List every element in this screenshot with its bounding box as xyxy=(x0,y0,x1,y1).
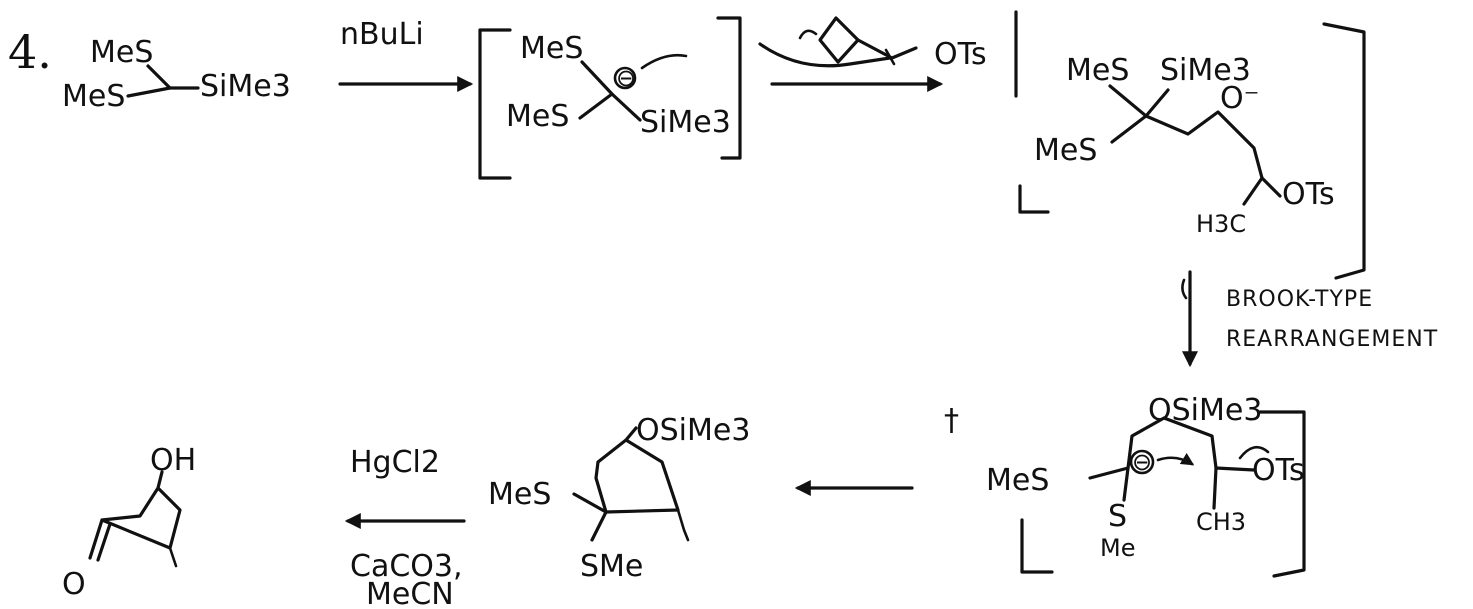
alkoxide-left-bracket-bottom xyxy=(1018,184,1050,214)
ring-mes-bond xyxy=(572,492,608,514)
product-ring xyxy=(100,486,182,550)
arrow-step-1: nBuLi xyxy=(338,17,474,92)
alkoxide-sme-bottom: MeS xyxy=(1034,133,1097,168)
rearrangement-label-1: BROOK-TYPE xyxy=(1226,287,1373,312)
silyl-label: SiMe3 xyxy=(200,69,291,104)
product-co-bond-2 xyxy=(96,522,112,562)
product-oh-bond xyxy=(156,470,164,490)
carbanion-bond-ots xyxy=(1214,466,1256,472)
anion-sme-top: MeS xyxy=(520,31,583,66)
alkoxide-methyl: H3C xyxy=(1196,210,1246,238)
carbanion-ots: OTs xyxy=(1252,453,1305,488)
sme-top-label: MeS xyxy=(90,35,153,70)
arrow-step-5: HgCl2 CaCO3, MeCN xyxy=(344,445,466,609)
reagent-ots: OTs xyxy=(934,37,987,72)
carbanion-methyl: CH3 xyxy=(1196,508,1246,536)
curly-arrow xyxy=(798,29,818,40)
carbanion-charge-2: ⊖ xyxy=(1132,448,1152,476)
left-bracket xyxy=(478,28,512,180)
sn2-arrow xyxy=(1156,452,1195,466)
ring-methyl-wiggle xyxy=(676,508,690,542)
arrow5-reagent-bottom: CaCO3, xyxy=(350,549,463,584)
ring-sme-bond xyxy=(590,510,608,542)
carbanion-s: S xyxy=(1108,499,1127,534)
anion-silyl: SiMe3 xyxy=(640,105,731,140)
sme-bottom-label: MeS xyxy=(62,79,125,114)
right-bracket xyxy=(716,16,742,160)
epoxide-ring xyxy=(818,16,860,64)
carbanion-bond-me xyxy=(1212,466,1218,510)
carbanion-silyl-ether: OSiMe3 xyxy=(1148,393,1262,428)
arrow-step-2: OTs xyxy=(758,16,987,92)
rearrangement-label-2: REARRANGEMENT xyxy=(1226,327,1438,352)
starting-material: MeS MeS SiMe3 xyxy=(62,35,291,114)
alkoxide-right-bracket xyxy=(1322,22,1366,280)
product-co-bond xyxy=(88,518,104,560)
arrow5-solvent: MeCN xyxy=(366,577,454,609)
reagent-chain xyxy=(856,38,918,60)
step-number: 4. xyxy=(8,25,52,79)
start-bonds xyxy=(146,64,200,90)
start-bond-lower xyxy=(126,86,172,98)
dagger-mark: † xyxy=(944,403,959,438)
anion-sme-bottom: MeS xyxy=(506,99,569,134)
alkoxide-sme-top: MeS xyxy=(1066,53,1129,88)
alkoxide-methyl-bond xyxy=(1242,176,1264,206)
carbanion-s-me: Me xyxy=(1100,534,1135,562)
cyclopentane-intermediate: OSiMe3 MeS SMe xyxy=(488,413,750,584)
arrow5-reagent-top: HgCl2 xyxy=(350,445,440,480)
anion-bond-right xyxy=(610,92,642,122)
final-product: OH O xyxy=(62,443,196,602)
carbanion-backbone xyxy=(1126,416,1218,470)
product-carbonyl: O xyxy=(62,567,86,602)
alkoxide-cs-bond xyxy=(1110,114,1148,144)
arrow-3-tick xyxy=(1181,278,1188,300)
cyclopentane-sme-bottom: SMe xyxy=(580,549,643,584)
carbanion-right-bracket xyxy=(1258,410,1306,578)
carbanion-bond-s xyxy=(1122,466,1130,502)
alkoxide-oxide: O⁻ xyxy=(1220,81,1259,116)
electron-arrow xyxy=(640,53,688,70)
alkoxide-quaternary-c xyxy=(1108,84,1170,118)
leaving-arrow xyxy=(1238,445,1270,460)
ring-o-bond xyxy=(624,426,638,442)
carbanion-charge-circle-2 xyxy=(1129,449,1155,475)
cyclopentane-silyl-ether: OSiMe3 xyxy=(636,413,750,448)
lithiated-anion: MeS MeS ⊖ SiMe3 xyxy=(478,16,742,180)
carbanion-charge-circle xyxy=(613,66,637,90)
carbanion-bond-sme xyxy=(1088,466,1130,480)
carbanion-left-bracket xyxy=(1020,518,1054,574)
arrow-step-3: BROOK-TYPE REARRANGEMENT xyxy=(1181,270,1438,368)
anion-bonds-left xyxy=(578,60,614,120)
carbanion-sme-left: MeS xyxy=(986,463,1049,498)
alkoxide-intermediate: MeS SiMe3 O⁻ MeS OTs H3C xyxy=(1014,10,1366,280)
stereo-wiggle xyxy=(884,48,896,66)
alkoxide-chain xyxy=(1144,110,1282,198)
cyclopentane-sme-left: MeS xyxy=(488,477,551,512)
carbanion-charge: ⊖ xyxy=(616,64,636,92)
product-hydroxyl: OH xyxy=(150,443,196,478)
alkoxide-silyl: SiMe3 xyxy=(1160,53,1251,88)
arrow1-reagent: nBuLi xyxy=(340,17,424,52)
reagent-swoosh xyxy=(758,42,892,68)
cyclopentane-ring xyxy=(594,438,680,514)
carbanion-intermediate: † OSiMe3 MeS ⊖ OTs S Me CH3 xyxy=(944,393,1306,578)
product-methyl-wiggle xyxy=(168,546,178,568)
alkoxide-ots: OTs xyxy=(1282,177,1335,212)
